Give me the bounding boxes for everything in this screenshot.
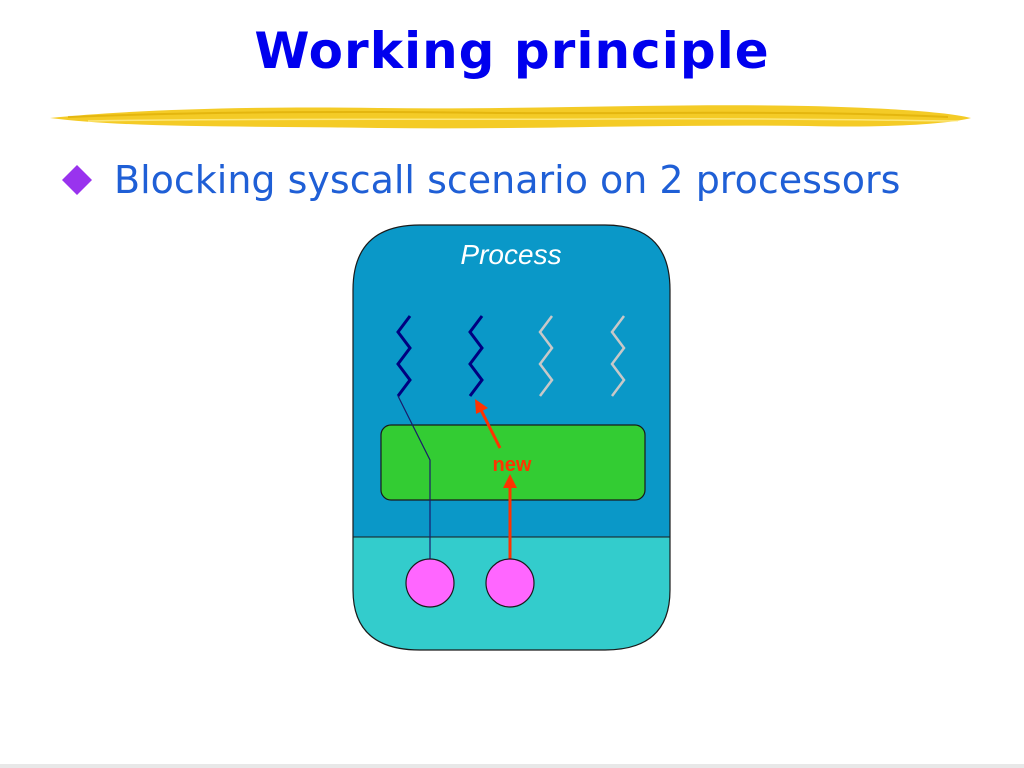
arrow-new-thread-icon	[475, 399, 502, 449]
thread-2-icon	[468, 315, 484, 397]
process-label: Process	[460, 239, 561, 270]
bullet-item: Blocking syscall scenario on 2 processor…	[62, 150, 900, 210]
diamond-bullet-icon	[62, 165, 92, 195]
thread-1-icon	[396, 315, 412, 397]
bullet-text: Blocking syscall scenario on 2 processor…	[114, 158, 901, 202]
thread-4-icon	[610, 315, 626, 397]
new-label: new	[493, 454, 532, 476]
slide-title: Working principle	[254, 22, 770, 80]
processor-1-icon	[405, 558, 455, 608]
thread-processor-link	[397, 395, 431, 565]
arrow-up-icon	[503, 474, 517, 560]
kernel-box	[380, 424, 646, 501]
thread-3-icon	[538, 315, 554, 397]
title-underline	[50, 105, 971, 129]
footer-divider	[0, 764, 1024, 768]
processor-2-icon	[485, 558, 535, 608]
